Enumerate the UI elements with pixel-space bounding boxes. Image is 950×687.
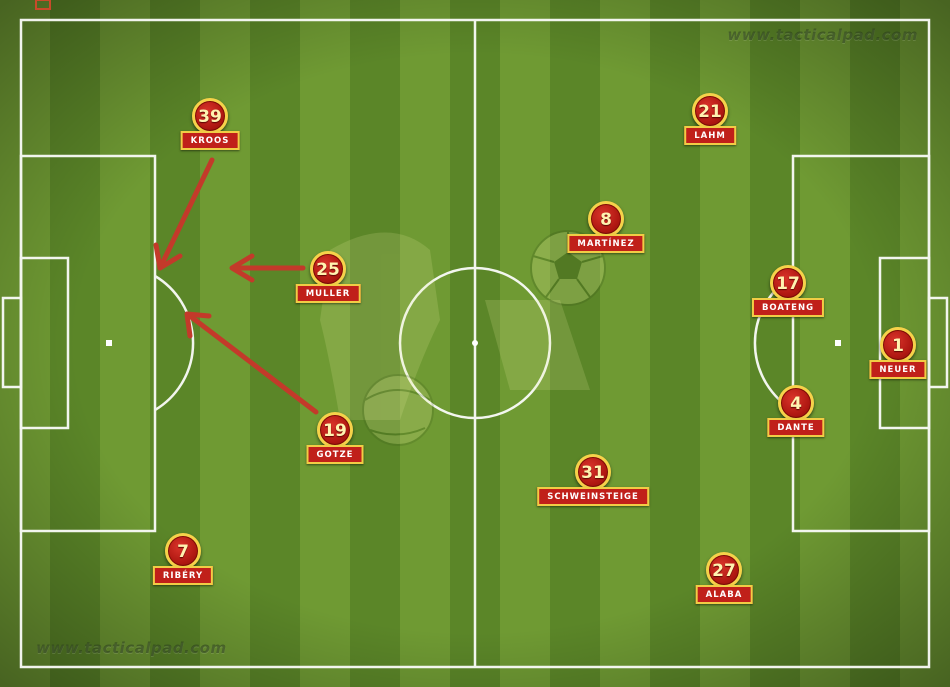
- player-name-label: KROOS: [180, 131, 240, 150]
- player-name-label: NEUER: [869, 360, 927, 379]
- corner-mark-icon: [35, 0, 51, 10]
- goal-right: [927, 296, 949, 389]
- player-number-disc: 27: [706, 552, 742, 588]
- player-number-disc: 31: [575, 454, 611, 490]
- player-name-label: RIBÉRY: [152, 566, 214, 585]
- player-name-label: GOTZE: [306, 445, 364, 464]
- player-token[interactable]: 4 DANTE: [756, 385, 836, 445]
- penalty-arc-left: [154, 274, 195, 412]
- arrow-kroos: [153, 157, 215, 271]
- player-number-disc: 1: [880, 327, 916, 363]
- player-token[interactable]: 25 MULLER: [288, 251, 368, 311]
- player-number-disc: 17: [770, 265, 806, 301]
- player-token[interactable]: 17 BOATENG: [748, 265, 828, 325]
- soccer-ball-icon: [362, 374, 434, 446]
- player-number-disc: 4: [778, 385, 814, 421]
- penalty-spot-left: [106, 340, 112, 346]
- player-name-label: MARTÍNEZ: [567, 234, 645, 253]
- player-token[interactable]: 1 NEUER: [858, 327, 938, 387]
- player-token[interactable]: 39 KROOS: [170, 98, 250, 158]
- watermark-top: www.tacticalpad.com: [727, 26, 918, 44]
- player-name-label: SCHWEINSTEIGE: [537, 487, 649, 506]
- player-token[interactable]: 27 ALABA: [684, 552, 764, 612]
- arrow-muller: [229, 253, 306, 283]
- player-number-disc: 7: [165, 533, 201, 569]
- player-token[interactable]: 7 RIBÉRY: [143, 533, 223, 593]
- player-token[interactable]: 21 LAHM: [670, 93, 750, 153]
- player-number-disc: 39: [192, 98, 228, 134]
- player-number-disc: 25: [310, 251, 346, 287]
- player-name-label: DANTE: [767, 418, 825, 437]
- penalty-spot-right: [835, 340, 841, 346]
- player-number-disc: 19: [317, 412, 353, 448]
- player-number-disc: 21: [692, 93, 728, 129]
- center-spot: [472, 340, 478, 346]
- watermark-bottom: www.tacticalpad.com: [36, 639, 227, 657]
- player-token[interactable]: 31 SCHWEINSTEIGE: [537, 454, 649, 514]
- player-number-disc: 8: [588, 201, 624, 237]
- goal-left: [1, 296, 23, 389]
- player-name-label: ALABA: [695, 585, 753, 604]
- player-token[interactable]: 8 MARTÍNEZ: [566, 201, 646, 261]
- player-name-label: LAHM: [684, 126, 736, 145]
- center-circle: [398, 266, 552, 420]
- player-name-label: MULLER: [295, 284, 361, 303]
- movement-arrows: [153, 157, 319, 415]
- kit-watermark-icon: [320, 232, 590, 420]
- player-name-label: BOATENG: [751, 298, 825, 317]
- player-token[interactable]: 19 GOTZE: [295, 412, 375, 472]
- arrow-gotze: [184, 311, 319, 415]
